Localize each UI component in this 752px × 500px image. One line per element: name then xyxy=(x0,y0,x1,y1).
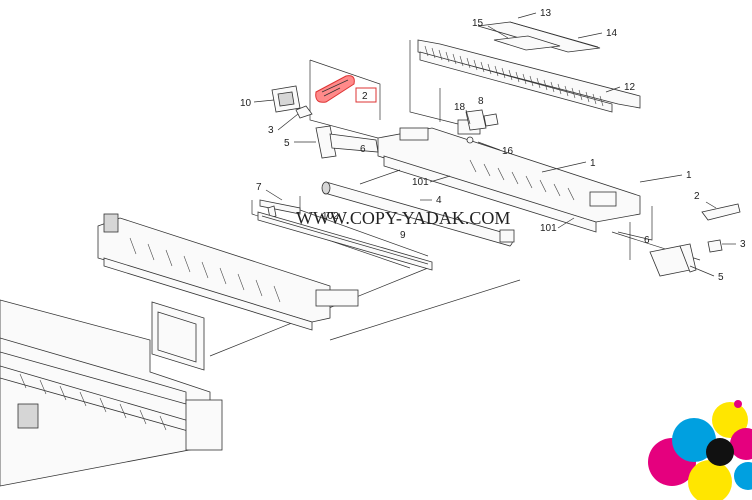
fuser-assembly xyxy=(97,213,359,331)
logo-circle-magenta-right xyxy=(730,428,752,460)
callout-4: 4 xyxy=(436,195,442,206)
part-8-18-16-clips xyxy=(465,109,499,144)
logo-circle-cyan xyxy=(672,418,716,462)
callout-14: 14 xyxy=(606,28,618,39)
part-12-rail xyxy=(417,39,641,113)
callout-13: 13 xyxy=(540,8,552,19)
part-5-right-holder xyxy=(649,243,697,277)
logo-circle-black xyxy=(706,438,734,466)
part-3-right-clip xyxy=(707,239,723,253)
logo-circle-yellow-top xyxy=(712,402,748,438)
callout-16: 16 xyxy=(502,146,514,157)
watermark-text: WWW.COPY-YADAK.COM xyxy=(296,208,510,228)
callout-5a: 5 xyxy=(284,138,290,149)
callout-10: 10 xyxy=(240,98,252,109)
callout-1a: 1 xyxy=(590,158,596,169)
part-1-main-frame xyxy=(377,119,641,233)
part-7-guide xyxy=(259,199,301,219)
part-2-highlighted xyxy=(315,75,377,103)
part-5-holder-left xyxy=(315,125,379,159)
callout-labels: 13 15 14 12 2 10 8 18 3 5 6 16 1 1 101 7… xyxy=(240,8,746,283)
callout-15: 15 xyxy=(472,18,484,29)
lower-chassis xyxy=(0,299,223,487)
callout-6b: 6 xyxy=(644,235,650,246)
callout-7: 7 xyxy=(256,182,262,193)
logo-circle-dot xyxy=(734,400,742,408)
callout-102: 102 xyxy=(322,211,339,222)
callout-6a: 6 xyxy=(360,144,366,155)
callout-18: 18 xyxy=(454,102,466,113)
part-10-bracket xyxy=(271,85,301,113)
callout-12: 12 xyxy=(624,82,636,93)
callout-2b: 2 xyxy=(694,191,700,202)
part-3-clip-left xyxy=(295,105,313,119)
callout-box-2 xyxy=(355,87,377,103)
callout-8: 8 xyxy=(478,96,484,107)
logo-circle-cyan-right xyxy=(734,462,752,490)
logo-circle-yellow-bottom xyxy=(688,460,732,500)
part-2-right-lever xyxy=(701,203,741,221)
callout-leaders xyxy=(253,12,736,277)
part-9-blade xyxy=(257,211,433,271)
part-14-guide-plate xyxy=(477,21,601,53)
leader-lines xyxy=(209,40,701,357)
color-circles-logo xyxy=(648,400,752,500)
callout-3a: 3 xyxy=(268,125,274,136)
callout-1b: 1 xyxy=(686,170,692,181)
callout-101b: 101 xyxy=(540,223,557,234)
callout-3b: 3 xyxy=(740,239,746,250)
callout-101a: 101 xyxy=(412,177,429,188)
callout-9: 9 xyxy=(400,230,406,241)
part-4-roller xyxy=(321,181,515,247)
callout-5b: 5 xyxy=(718,272,724,283)
callout-2a: 2 xyxy=(362,91,368,102)
